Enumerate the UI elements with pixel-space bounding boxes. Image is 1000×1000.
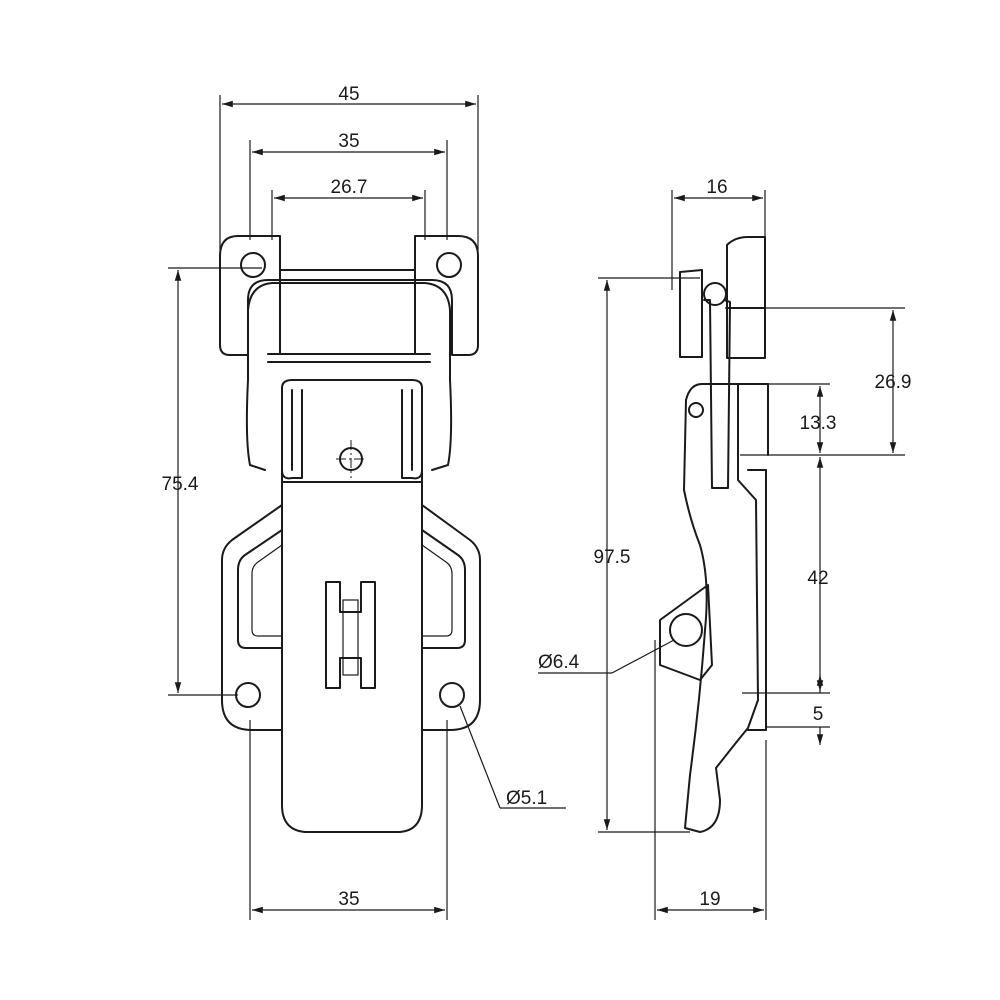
top-left-hole — [240, 252, 266, 278]
label-pivot-diameter: Ø6.4 — [538, 652, 580, 673]
base-plate-right-slot — [421, 529, 466, 649]
side-top-plate — [679, 269, 703, 358]
side-lever-hinge — [688, 402, 704, 418]
side-wire-pivot — [703, 282, 727, 306]
label-pivot-offset: 26.9 — [875, 372, 912, 393]
label-hole-spacing-bottom: 35 — [338, 889, 359, 910]
side-wire-arm — [703, 299, 731, 489]
lever-body — [281, 379, 423, 833]
front-view: 45 35 26.7 75.4 35 Ø5.1 — [162, 84, 566, 920]
label-top-depth: 16 — [706, 177, 727, 198]
leader-51 — [459, 705, 501, 809]
bottom-base-plate — [221, 504, 481, 731]
label-hole-spacing-top: 35 — [338, 131, 359, 152]
side-view: 16 97.5 26.9 13.3 42 5 Ø6.4 19 — [538, 177, 911, 920]
lever-left-fold — [281, 389, 303, 480]
label-hook-height: 13.3 — [800, 413, 837, 434]
side-lever — [683, 383, 759, 833]
label-inner-width: 26.7 — [331, 177, 368, 198]
top-right-hole — [436, 252, 462, 278]
base-plate-left-inner — [251, 544, 283, 637]
side-base-plate — [747, 469, 767, 731]
padlock-slot-inner — [342, 599, 359, 676]
top-mount-plate — [219, 235, 479, 356]
bottom-left-hole — [235, 682, 261, 708]
padlock-slot — [325, 581, 376, 689]
base-plate-right-inner — [421, 544, 453, 637]
bottom-right-hole — [439, 682, 465, 708]
side-top-block — [726, 236, 766, 359]
label-hole-spacing-vertical: 75.4 — [162, 474, 199, 495]
lever-right-fold — [401, 389, 423, 480]
wire-loop — [245, 282, 453, 471]
label-bottom-depth: 19 — [699, 889, 720, 910]
side-pivot-hole — [669, 613, 703, 647]
side-pivot-boss — [659, 584, 713, 681]
leader-64 — [611, 639, 675, 674]
label-hole-diameter: Ø5.1 — [506, 788, 547, 809]
label-pivot-to-hook: 42 — [807, 568, 828, 589]
label-overall-width: 45 — [338, 84, 359, 105]
label-bottom-tip: 5 — [813, 704, 824, 725]
base-plate-left-slot — [237, 529, 283, 649]
label-overall-height: 97.5 — [594, 547, 631, 568]
